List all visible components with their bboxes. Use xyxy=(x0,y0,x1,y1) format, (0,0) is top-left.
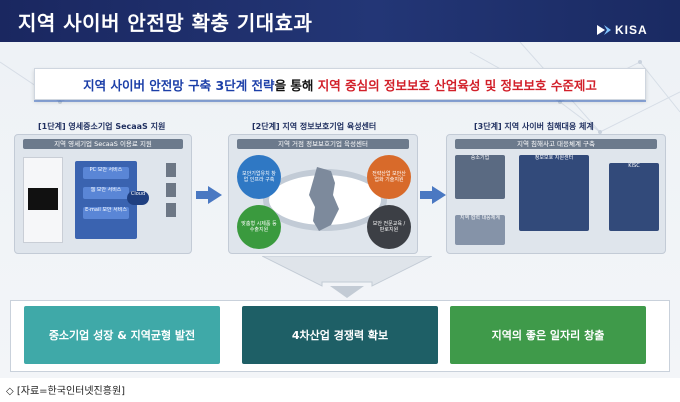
stage-3-panel-head: 지역 침해사고 대응체계 구축 xyxy=(455,139,657,149)
banner-underline xyxy=(34,100,646,102)
kisa-logo-icon xyxy=(597,25,611,35)
strategy-banner: 지역 사이버 안전망 구축 3단계 전략 을 통해 지역 중심의 정보보호 산업… xyxy=(34,68,646,100)
regional-coop-label: 지역 협력 대응체계 xyxy=(460,215,500,221)
circle-startup-infra: 보안기업유치 창업 인프라 구축 xyxy=(237,155,281,199)
kisa-logo: KISA xyxy=(596,22,666,38)
regional-coop-box: 지역 협력 대응체계 xyxy=(455,215,505,245)
source-caption: ◇ [자료=한국인터넷진흥원] xyxy=(6,386,126,397)
banner-connector: 을 통해 xyxy=(274,77,318,93)
circle-export-support: 맞춤형 시제품 등 수출지원 xyxy=(237,205,281,249)
sme-label: 중소기업 xyxy=(470,155,490,161)
server-illustrations xyxy=(157,161,185,239)
banner-strategy: 지역 사이버 안전망 구축 3단계 전략 xyxy=(83,77,275,93)
email-security-item: E-mail 보안 서비스 xyxy=(83,207,129,219)
circle-strategic-tech: 전략산업 보안산업화 기술지원 xyxy=(367,155,411,199)
pc-security-item: PC 보안 서비스 xyxy=(83,167,129,179)
header-bar: 지역 사이버 안전망 확충 기대효과 KISA xyxy=(0,0,680,42)
kisc-label: KISC xyxy=(628,163,640,169)
stage-2-title: [2단계] 지역 정보보호기업 육성센터 xyxy=(252,122,377,131)
outcome-sme-growth: 중소기업 성장 & 지역균형 발전 xyxy=(24,306,220,364)
logo-text: KISA xyxy=(615,23,648,37)
stage-3-panel: 지역 침해사고 대응체계 구축 중소기업 정보보호 지원센터 KISC 지역 협… xyxy=(446,134,666,254)
stage-1-title: [1단계] 영세중소기업 SecaaS 지원 xyxy=(38,122,166,131)
stage-3-title: [3단계] 지역 사이버 침해대응 체계 xyxy=(474,122,594,131)
stage-1-panel: 지역 영세기업 SecaaS 이용료 지원 PC 보안 서비스 웹 보안 서비스… xyxy=(14,134,192,254)
stage-2-panel: 지역 거점 정보보호기업 육성센터 보안기업유치 창업 인프라 구축 전략산업 … xyxy=(228,134,418,254)
support-center-label: 정보보호 지원센터 xyxy=(534,155,574,161)
stage-1-panel-head: 지역 영세기업 SecaaS 이용료 지원 xyxy=(23,139,183,149)
funnel-arrow xyxy=(262,256,432,298)
slide: 지역 사이버 안전망 확충 기대효과 KISA 지역 사이버 안전망 구축 3단… xyxy=(0,0,680,378)
sme-box: 중소기업 xyxy=(455,155,505,199)
arrow-right-1 xyxy=(196,186,222,204)
monitor-illustration xyxy=(23,157,63,243)
arrow-right-2 xyxy=(420,186,446,204)
web-security-item: 웹 보안 서비스 xyxy=(83,187,129,199)
outcome-jobs: 지역의 좋은 일자리 창출 xyxy=(450,306,646,364)
support-center-box: 정보보호 지원센터 xyxy=(519,155,589,231)
banner-goal: 지역 중심의 정보보호 산업육성 및 정보보호 수준제고 xyxy=(317,77,597,93)
cloud-icon: Cloud xyxy=(127,191,149,205)
outcome-4th-industry: 4차산업 경쟁력 확보 xyxy=(242,306,438,364)
korea-map-icon xyxy=(309,167,339,231)
stage-2-panel-head: 지역 거점 정보보호기업 육성센터 xyxy=(237,139,409,149)
screen-icon xyxy=(28,188,58,210)
kisc-box: KISC xyxy=(609,163,659,231)
circle-training-sales: 보안 전문교육 / 판로지원 xyxy=(367,205,411,249)
page-title: 지역 사이버 안전망 확충 기대효과 xyxy=(18,11,313,35)
